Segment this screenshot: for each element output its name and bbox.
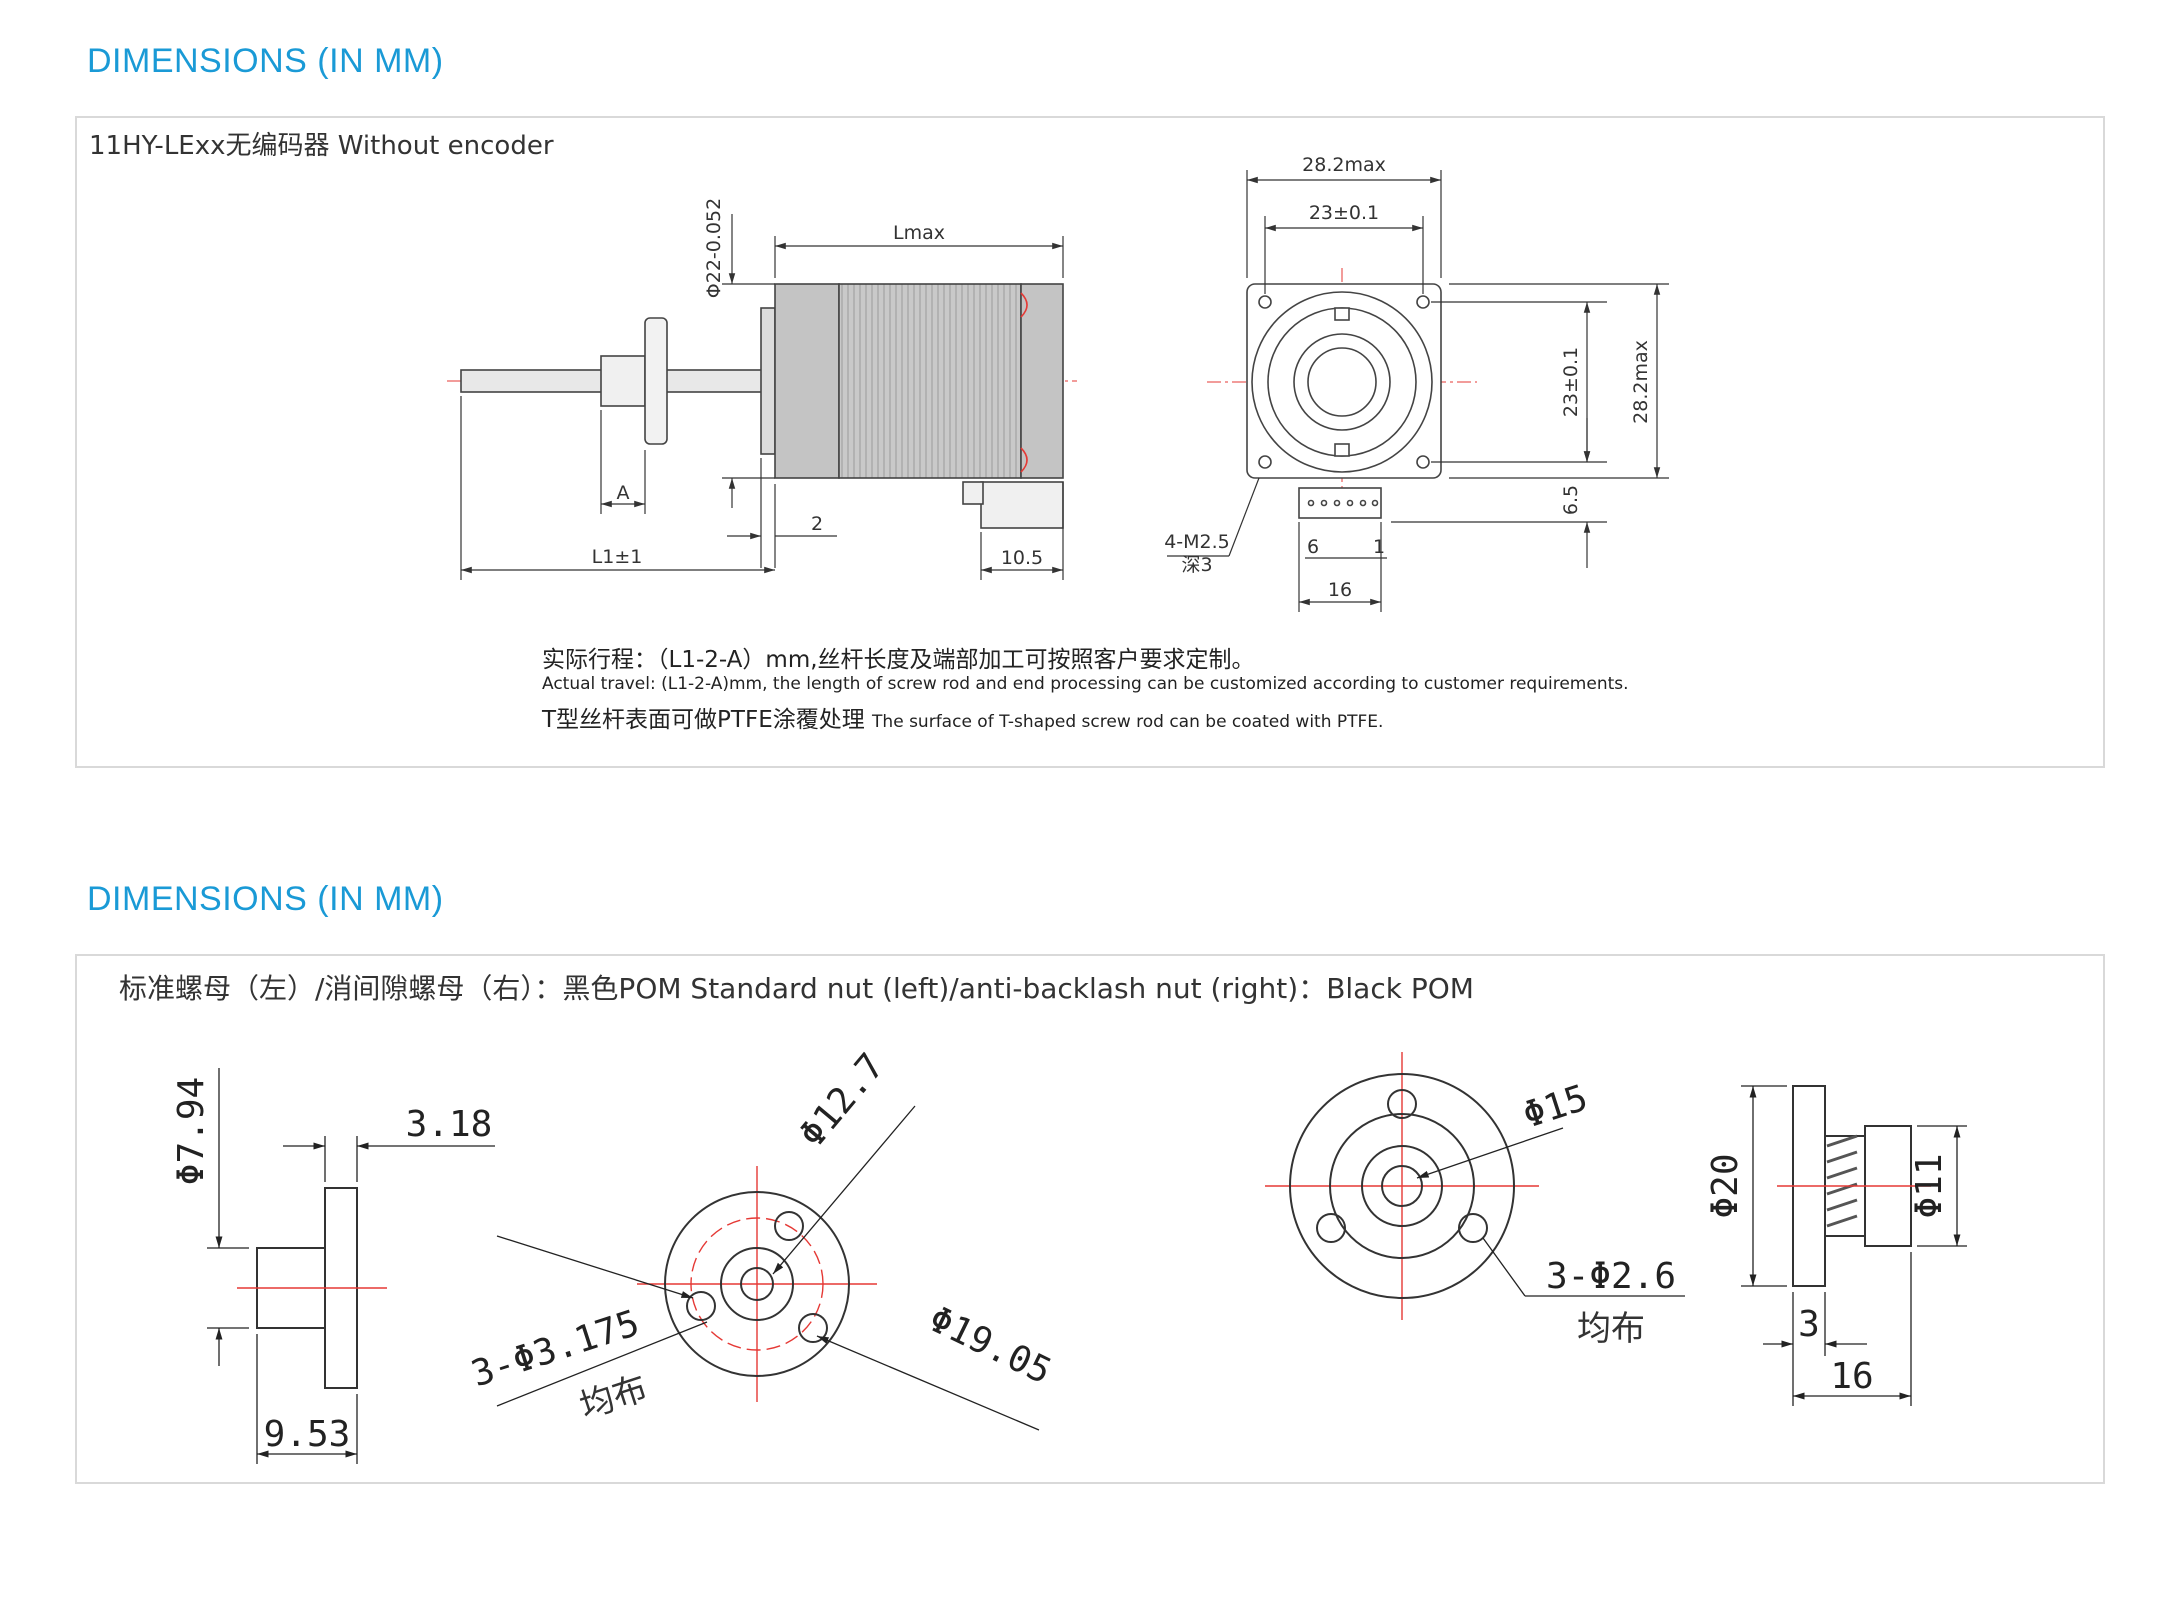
label-d7-94: Φ7.94 — [171, 1077, 212, 1185]
label-d12-7: Φ12.7 — [792, 1046, 893, 1155]
section-title-2: DIMENSIONS (IN MM) — [87, 880, 444, 918]
note-travel-cn: 实际行程：（L1-2-A）mm,丝杆长度及端部加工可按照客户要求定制。 — [542, 647, 1255, 673]
front-view-dimensions — [1167, 170, 1669, 612]
standard-nut-side-view — [237, 1187, 387, 1389]
motor-side-view — [447, 283, 1077, 529]
anti-backlash-nut-side-view — [1777, 1085, 1931, 1287]
label-d11: Φ11 — [1909, 1153, 1950, 1218]
label-9-53: 9.53 — [264, 1414, 351, 1455]
label-3-d2-6: 3-Φ2.6 — [1546, 1256, 1676, 1297]
label-even-2: 均布 — [1577, 1309, 1645, 1349]
section-title-1: DIMENSIONS (IN MM) — [87, 42, 444, 80]
drawing-panel-nuts: 标准螺母（左）/消间隙螺母（右）：黑色POM Standard nut (lef… — [75, 954, 2105, 1484]
label-23-side: 23±0.1 — [1560, 347, 1582, 417]
label-3-18: 3.18 — [406, 1104, 493, 1145]
motor-front-view — [1207, 268, 1477, 519]
label-d15: Φ15 — [1518, 1078, 1593, 1137]
label-d19-05: Φ19.05 — [923, 1299, 1058, 1393]
label-3: 3 — [1798, 1304, 1820, 1345]
anti-backlash-side-dimensions — [1741, 1085, 1967, 1406]
panel-subtitle-2: 标准螺母（左）/消间隙螺母（右）：黑色POM Standard nut (lef… — [119, 972, 1474, 1005]
label-28-2max-top: 28.2max — [1302, 154, 1386, 176]
label-even-1: 均布 — [575, 1368, 652, 1427]
anti-backlash-front-dimensions — [1416, 1127, 1685, 1297]
note-ptfe: T型丝杆表面可做PTFE涂覆处理 The surface of T-shaped… — [542, 700, 1383, 734]
note-travel-en: Actual travel: (L1-2-A)mm, the length of… — [542, 674, 1629, 694]
side-view-dimensions — [460, 214, 1064, 580]
label-shaft-dia: Φ22-0.052 — [703, 198, 725, 298]
motor-drawing: 11HY-LExx无编码器 Without encoder — [89, 131, 1669, 612]
label-16: 16 — [1328, 579, 1352, 601]
standard-nut-front-view — [637, 1166, 877, 1402]
label-lmax: Lmax — [893, 222, 945, 244]
standard-nut-front-dimensions — [496, 1105, 1040, 1431]
label-depth-3: 深3 — [1181, 554, 1212, 576]
label-16b: 16 — [1830, 1356, 1873, 1397]
label-4-m2-5: 4-M2.5 — [1164, 531, 1230, 553]
label-a: A — [617, 482, 630, 504]
label-28-2max-side: 28.2max — [1630, 340, 1652, 424]
label-l1: L1±1 — [592, 546, 643, 568]
drawing-panel-motor: 11HY-LExx无编码器 Without encoder — [75, 116, 2105, 768]
label-pin-6: 6 — [1307, 536, 1319, 558]
label-d20: Φ20 — [1705, 1153, 1746, 1218]
standard-nut-side-dimensions — [207, 1068, 495, 1464]
label-23-top: 23±0.1 — [1309, 202, 1379, 224]
label-pin-1: 1 — [1373, 536, 1385, 558]
panel-subtitle-1: 11HY-LExx无编码器 Without encoder — [89, 131, 554, 161]
anti-backlash-nut-front-view — [1265, 1052, 1539, 1320]
label-6-5: 6.5 — [1560, 485, 1582, 515]
note-ptfe-cn: T型丝杆表面可做PTFE涂覆处理 — [542, 707, 865, 733]
nut-drawing: 标准螺母（左）/消间隙螺母（右）：黑色POM Standard nut (lef… — [119, 972, 1967, 1464]
label-2: 2 — [811, 513, 823, 535]
label-10-5: 10.5 — [1001, 547, 1043, 569]
note-ptfe-en: The surface of T-shaped screw rod can be… — [872, 712, 1384, 732]
